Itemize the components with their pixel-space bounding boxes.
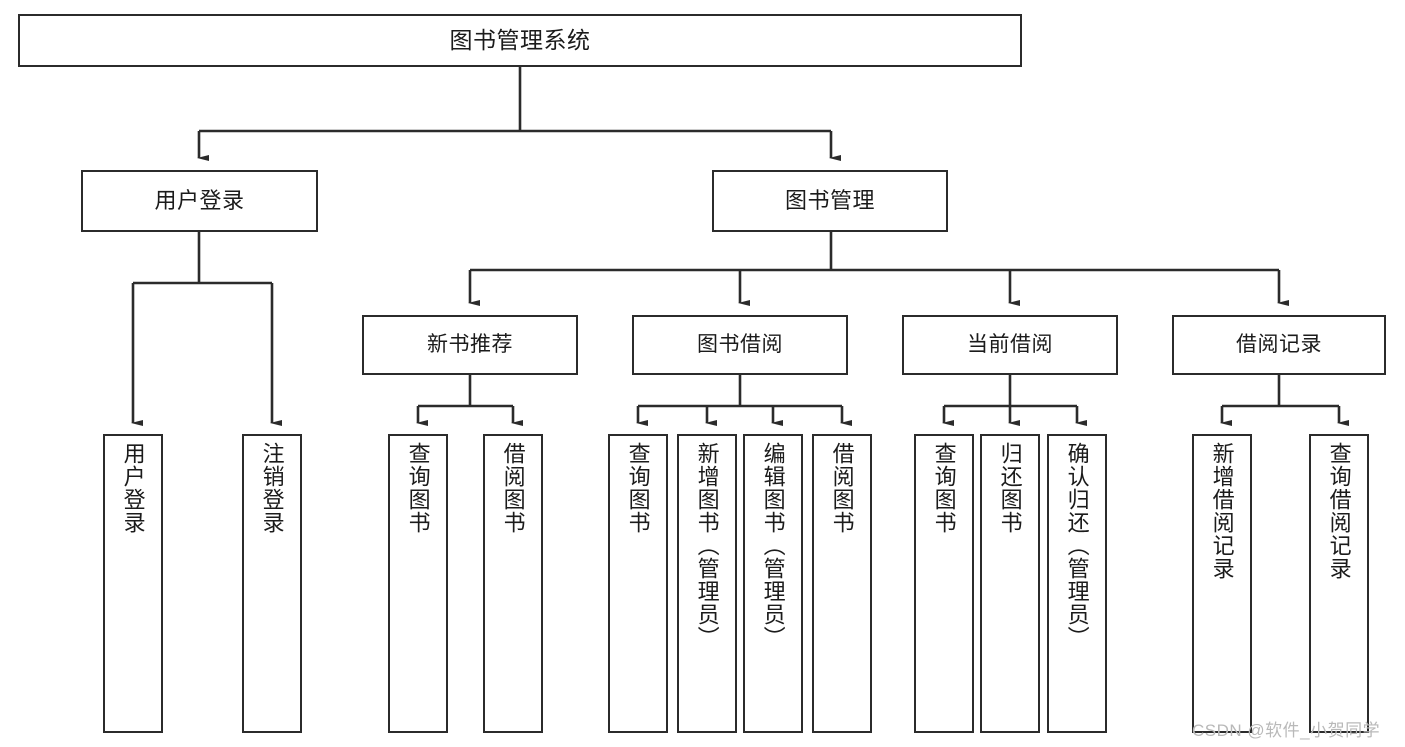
- node-user-login-label: 用户登录: [154, 188, 245, 214]
- node-leaf-user-login[interactable]: 用户登录: [103, 434, 163, 733]
- node-book-borrow[interactable]: 图书借阅: [632, 315, 848, 375]
- node-leaf-add-book-admin[interactable]: 新增图书（管理员）: [677, 434, 737, 733]
- node-user-login[interactable]: 用户登录: [81, 170, 318, 232]
- node-leaf-add-book-admin-label: 新增图书（管理员）: [694, 442, 720, 649]
- node-leaf-logout[interactable]: 注销登录: [242, 434, 302, 733]
- node-leaf-borrow-book-recommend[interactable]: 借阅图书: [483, 434, 543, 733]
- node-leaf-user-login-label: 用户登录: [120, 442, 146, 534]
- node-book-borrow-label: 图书借阅: [697, 332, 783, 356]
- node-new-book-recommend[interactable]: 新书推荐: [362, 315, 578, 375]
- node-book-management-label: 图书管理: [784, 188, 875, 214]
- node-leaf-add-borrow-record-label: 新增借阅记录: [1209, 442, 1235, 580]
- node-root-book-management-system[interactable]: 图书管理系统: [18, 14, 1022, 67]
- node-leaf-edit-book-admin-label: 编辑图书（管理员）: [760, 442, 786, 649]
- node-borrow-record-label: 借阅记录: [1236, 332, 1322, 356]
- node-leaf-query-book-current-label: 查询图书: [931, 442, 957, 534]
- node-current-borrow-label: 当前借阅: [967, 332, 1053, 356]
- watermark-text: CSDN @软件_小贺同学: [1192, 721, 1381, 740]
- node-leaf-return-book-label: 归还图书: [997, 442, 1023, 534]
- node-current-borrow[interactable]: 当前借阅: [902, 315, 1118, 375]
- node-leaf-logout-label: 注销登录: [259, 442, 285, 534]
- node-borrow-record[interactable]: 借阅记录: [1172, 315, 1386, 375]
- node-leaf-query-book-recommend[interactable]: 查询图书: [388, 434, 448, 733]
- node-leaf-borrow-book-label: 借阅图书: [829, 442, 855, 534]
- node-leaf-return-book[interactable]: 归还图书: [980, 434, 1040, 733]
- node-leaf-query-book-label: 查询图书: [625, 442, 651, 534]
- node-leaf-query-book-recommend-label: 查询图书: [405, 442, 431, 534]
- node-leaf-borrow-book-recommend-label: 借阅图书: [500, 442, 526, 534]
- node-book-management[interactable]: 图书管理: [712, 170, 948, 232]
- node-leaf-edit-book-admin[interactable]: 编辑图书（管理员）: [743, 434, 803, 733]
- node-leaf-query-book[interactable]: 查询图书: [608, 434, 668, 733]
- node-leaf-query-borrow-record[interactable]: 查询借阅记录: [1309, 434, 1369, 733]
- node-leaf-query-borrow-record-label: 查询借阅记录: [1326, 442, 1352, 580]
- node-leaf-query-book-current[interactable]: 查询图书: [914, 434, 974, 733]
- node-leaf-add-borrow-record[interactable]: 新增借阅记录: [1192, 434, 1252, 733]
- node-leaf-confirm-return-admin-label: 确认归还（管理员）: [1064, 442, 1090, 649]
- node-leaf-confirm-return-admin[interactable]: 确认归还（管理员）: [1047, 434, 1107, 733]
- node-leaf-borrow-book[interactable]: 借阅图书: [812, 434, 872, 733]
- node-root-label: 图书管理系统: [449, 26, 591, 53]
- node-new-book-recommend-label: 新书推荐: [427, 332, 513, 356]
